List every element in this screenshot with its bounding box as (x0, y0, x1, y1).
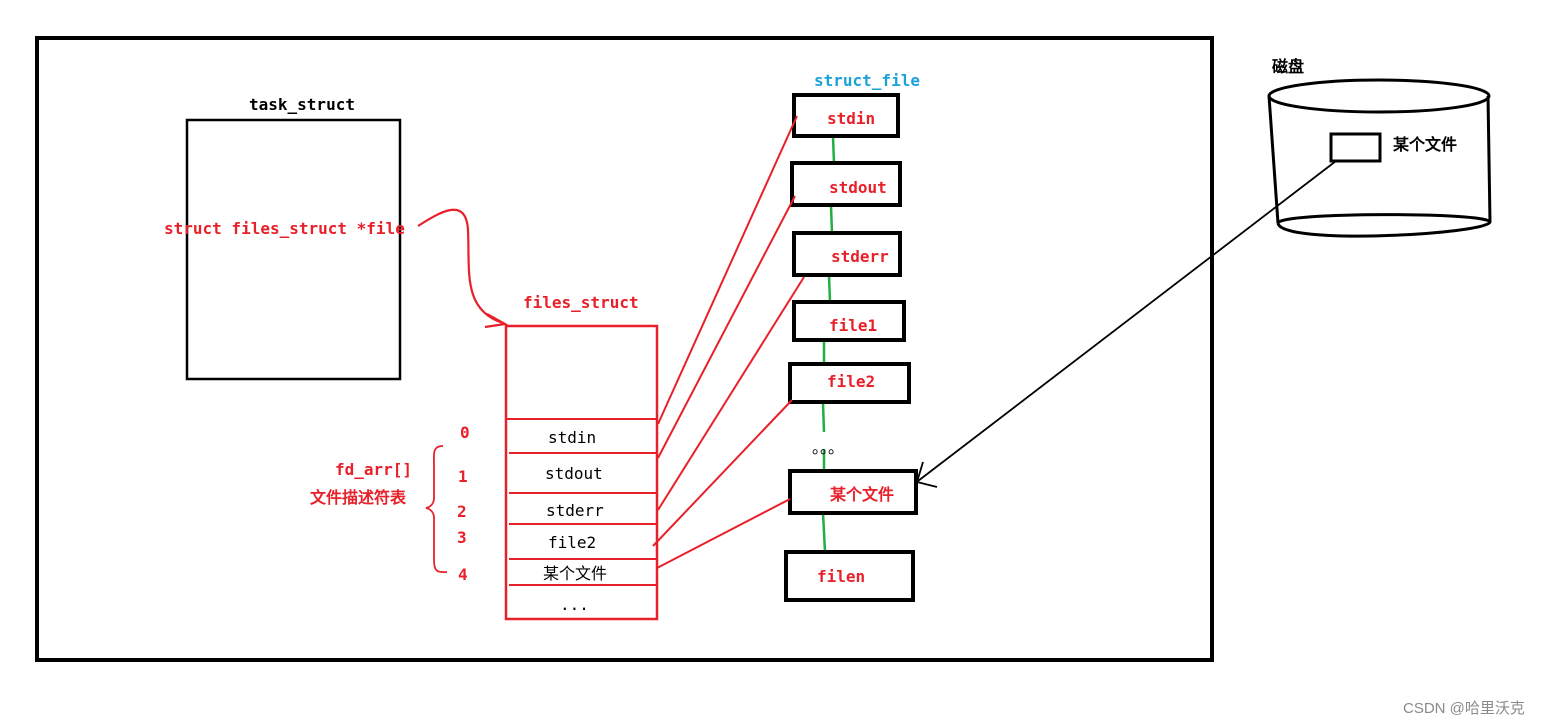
task-struct-box (185, 118, 402, 381)
disk-title: 磁盘 (1272, 57, 1304, 76)
struct-file-label: stdout (829, 178, 887, 197)
fd-row-label: stderr (546, 501, 604, 520)
disk-cylinder-bottom (1276, 213, 1492, 238)
fd-table-label: 文件描述符表 (310, 488, 407, 507)
fd-array-label: fd_arr[] (335, 460, 412, 479)
disk-cylinder-top (1267, 78, 1491, 114)
file-chain-link (829, 205, 834, 234)
fd-row-label: stdout (545, 464, 603, 483)
files-struct-box (504, 324, 659, 621)
task-struct-title: task_struct (249, 95, 355, 114)
struct-file-box (788, 469, 918, 515)
fd-index: 3 (457, 528, 467, 547)
file-chain-link (831, 136, 836, 164)
fd-to-file-line (657, 276, 805, 511)
disk-file-box (1329, 132, 1382, 163)
struct-file-label: 某个文件 (829, 485, 894, 504)
disk-to-file-arrow (917, 160, 1337, 482)
fd-to-file-line (657, 115, 798, 425)
file-chain-link (821, 512, 827, 553)
struct-file-box (792, 93, 900, 138)
file-chain-link (821, 402, 826, 433)
fd-index: 2 (457, 502, 467, 521)
file-chain-link (827, 275, 832, 303)
struct-file-box (792, 231, 902, 277)
struct-file-box (792, 300, 906, 342)
struct-file-box (784, 550, 915, 602)
files-pointer-arrowhead (484, 313, 509, 329)
struct-file-label: file1 (829, 316, 877, 335)
struct-file-box (790, 161, 902, 207)
files-struct-title: files_struct (523, 293, 639, 312)
fd-row-label: stdin (548, 428, 596, 447)
watermark: CSDN @哈里沃克 (1403, 700, 1525, 717)
disk-file-label: 某个文件 (1392, 135, 1457, 154)
fd-to-file-line (652, 399, 793, 547)
fd-row-label: ... (560, 595, 589, 614)
struct-file-title: struct_file (814, 71, 920, 90)
struct-file-box (788, 362, 911, 404)
disk-cylinder-body (1267, 95, 1492, 224)
struct-file-label: filen (817, 567, 865, 586)
disk-to-file-arrowhead (915, 461, 938, 488)
fd-array-brace (425, 445, 448, 574)
fd-to-file-line (656, 498, 791, 569)
struct-file-label: file2 (827, 372, 875, 391)
struct-file-label: stdin (827, 109, 875, 128)
fd-to-file-line (657, 195, 796, 459)
kernel-frame (35, 36, 1214, 662)
struct-file-label: stderr (831, 247, 889, 266)
struct-file-ellipsis: 。。。 (812, 438, 844, 457)
fd-row-label: file2 (548, 533, 596, 552)
files-pointer-field: struct files_struct *file (164, 219, 405, 238)
fd-row-label: 某个文件 (543, 564, 607, 583)
fd-index: 4 (458, 565, 468, 584)
files-pointer-arrow (417, 208, 504, 325)
fd-index: 1 (458, 467, 468, 486)
fd-index: 0 (460, 423, 470, 442)
